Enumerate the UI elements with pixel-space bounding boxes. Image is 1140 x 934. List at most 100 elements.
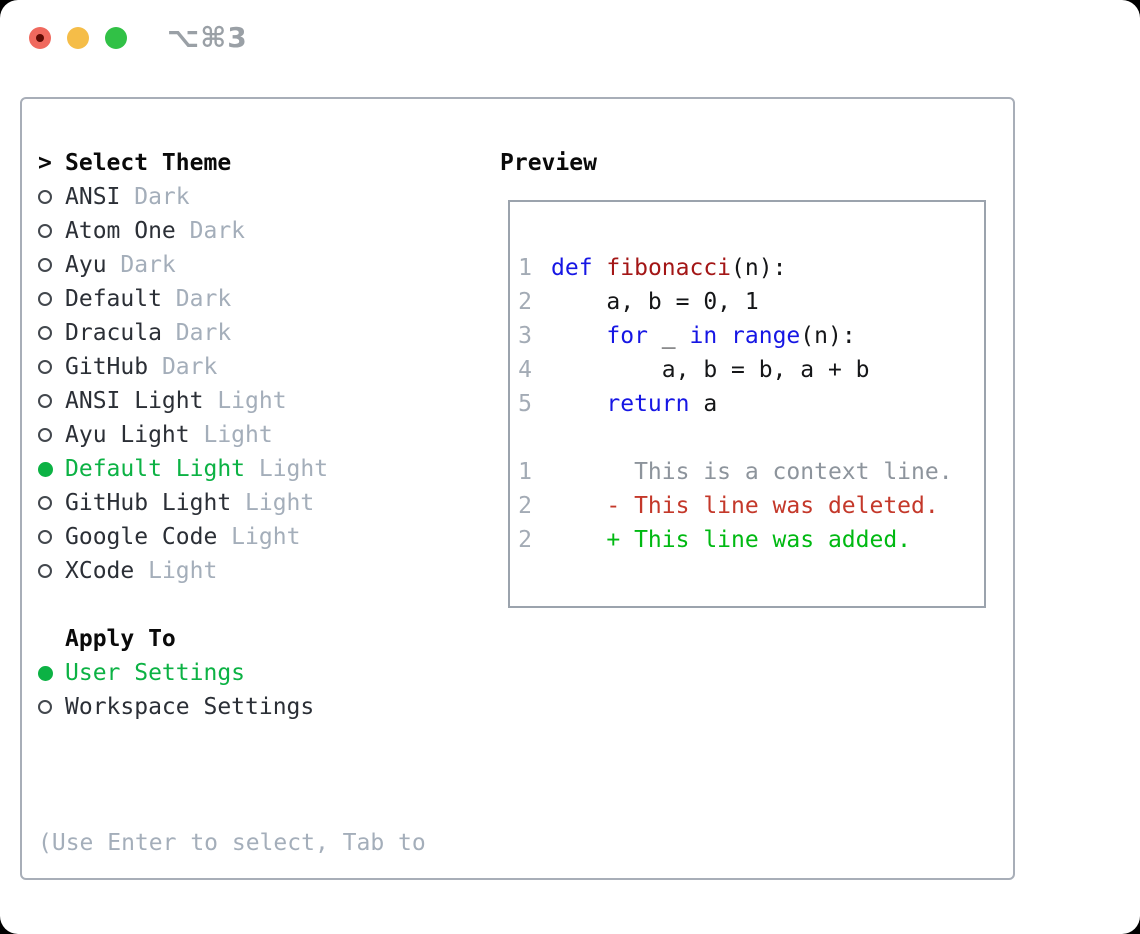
apply-option-user-settings[interactable]: User Settings	[38, 656, 488, 690]
theme-option-default-light[interactable]: Default Light Light	[38, 452, 488, 486]
line-number: 2	[518, 493, 532, 519]
code-line: 2 + This line was added.	[518, 523, 984, 557]
maximize-button[interactable]	[105, 27, 127, 49]
radio-unselected-icon	[38, 326, 65, 340]
theme-name: Dracula	[65, 320, 162, 346]
select-theme-heading: Select Theme	[65, 150, 232, 176]
radio-unselected-icon	[38, 224, 65, 238]
theme-name: Google Code	[65, 524, 218, 550]
minimize-button[interactable]	[67, 27, 89, 49]
theme-option-atom-one[interactable]: Atom One Dark	[38, 214, 488, 248]
theme-option-google-code[interactable]: Google Code Light	[38, 520, 488, 554]
apply-option-label: User Settings	[65, 660, 246, 686]
radio-unselected-icon	[38, 564, 65, 578]
line-number: 1	[518, 459, 532, 485]
hint-line: (Use Enter to select, Tab to	[38, 830, 426, 856]
code-line	[518, 421, 984, 455]
theme-name: Default	[65, 286, 162, 312]
code-line: 3 for _ in range(n):	[518, 319, 984, 353]
theme-variant: Dark	[161, 286, 232, 312]
theme-variant: Light	[134, 558, 218, 584]
theme-option-ansi[interactable]: ANSI Dark	[38, 180, 488, 214]
radio-unselected-icon	[38, 394, 65, 408]
theme-name: Default Light	[65, 456, 246, 482]
line-number: 2	[518, 289, 532, 315]
line-content: def fibonacci(n):	[551, 255, 787, 281]
line-number: 4	[518, 357, 532, 383]
radio-unselected-icon	[38, 190, 65, 204]
code-line: 1 This is a context line.	[518, 455, 984, 489]
spacer	[38, 588, 488, 622]
radio-unselected-icon	[38, 360, 65, 374]
spacer	[38, 724, 488, 758]
theme-variant: Light	[217, 524, 301, 550]
radio-selected-icon	[38, 665, 65, 681]
code-line: 2 a, b = 0, 1	[518, 285, 984, 319]
radio-unselected-icon	[38, 496, 65, 510]
theme-variant: Dark	[106, 252, 176, 278]
theme-option-github[interactable]: GitHub Dark	[38, 350, 488, 384]
theme-option-ayu-light[interactable]: Ayu Light Light	[38, 418, 488, 452]
code-line: 4 a, b = b, a + b	[518, 353, 984, 387]
theme-variant: Light	[245, 456, 329, 482]
apply-to-heading-row: Apply To	[38, 622, 488, 656]
radio-unselected-icon	[38, 700, 65, 714]
line-content: - This line was deleted.	[551, 493, 939, 519]
theme-option-ayu[interactable]: Ayu Dark	[38, 248, 488, 282]
radio-unselected-icon	[38, 258, 65, 272]
radio-unselected-icon	[38, 428, 65, 442]
theme-name: XCode	[65, 558, 135, 584]
radio-unselected-icon	[38, 292, 65, 306]
code-line: 2 - This line was deleted.	[518, 489, 984, 523]
apply-option-workspace-settings[interactable]: Workspace Settings	[38, 690, 488, 724]
theme-option-ansi-light[interactable]: ANSI Light Light	[38, 384, 488, 418]
line-content: for _ in range(n):	[606, 323, 856, 349]
theme-name: ANSI Light	[65, 388, 204, 414]
focus-cursor-icon: >	[38, 150, 52, 176]
line-content: This is a context line.	[551, 459, 953, 485]
theme-variant: Dark	[120, 184, 190, 210]
apply-option-label: Workspace Settings	[65, 694, 315, 720]
radio-unselected-icon	[38, 530, 65, 544]
theme-variant: Dark	[148, 354, 218, 380]
theme-name: GitHub Light	[65, 490, 232, 516]
line-number: 3	[518, 323, 532, 349]
line-content: return a	[606, 391, 718, 417]
window-title: ⌥⌘3	[167, 21, 248, 54]
hint-text: (Use Enter to select, Tab to change focu…	[38, 758, 488, 934]
theme-option-dracula[interactable]: Dracula Dark	[38, 316, 488, 350]
theme-option-github-light[interactable]: GitHub Light Light	[38, 486, 488, 520]
close-button[interactable]	[29, 27, 51, 49]
theme-name: ANSI	[65, 184, 121, 210]
code-line: 1 def fibonacci(n):	[518, 251, 984, 285]
window-titlebar: ⌥⌘3	[29, 21, 248, 54]
theme-variant: Light	[231, 490, 315, 516]
line-number: 2	[518, 527, 532, 553]
code-line: 5 return a	[518, 387, 984, 421]
line-number: 5	[518, 391, 532, 417]
theme-name: Ayu Light	[65, 422, 190, 448]
theme-variant: Dark	[161, 320, 232, 346]
line-content: a, b = b, a + b	[551, 357, 870, 383]
theme-variant: Dark	[175, 218, 246, 244]
theme-variant: Light	[203, 388, 287, 414]
theme-option-xcode[interactable]: XCode Light	[38, 554, 488, 588]
line-content: + This line was added.	[551, 527, 912, 553]
theme-name: Ayu	[65, 252, 107, 278]
theme-name: GitHub	[65, 354, 149, 380]
preview-heading: Preview	[500, 150, 597, 176]
theme-option-default[interactable]: Default Dark	[38, 282, 488, 316]
hint-line: change focus)	[38, 928, 488, 934]
apply-to-heading: Apply To	[65, 626, 176, 652]
theme-variant: Light	[189, 422, 273, 448]
theme-name: Atom One	[65, 218, 176, 244]
radio-selected-icon	[38, 461, 65, 477]
close-active-dot-icon	[36, 34, 44, 42]
line-number: 1	[518, 255, 532, 281]
